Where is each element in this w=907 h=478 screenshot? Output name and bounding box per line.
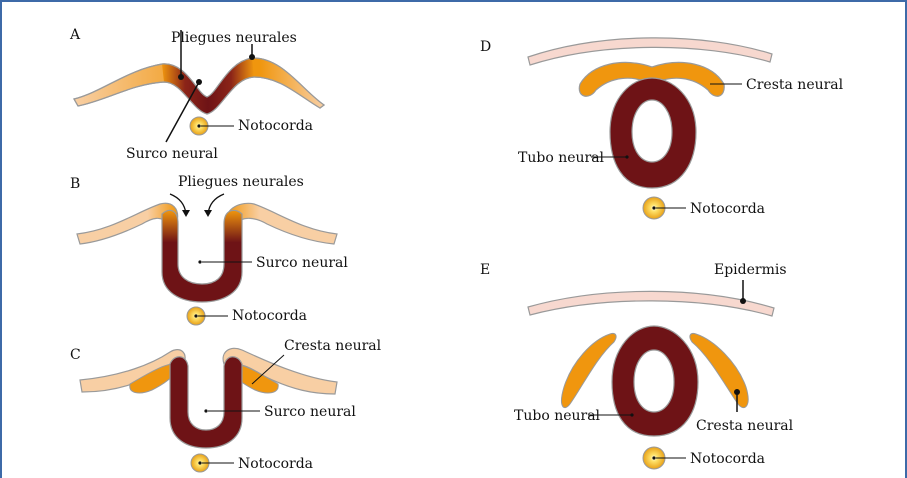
label-cresta-d: Cresta neural [746, 77, 844, 93]
panel-e: E Epidermis Cresta neural Tubo neural No… [480, 262, 794, 469]
notochord-e-dot [652, 456, 655, 459]
label-surco-c: Surco neural [264, 404, 356, 420]
notochord-d-dot [652, 206, 655, 209]
pointer-pliegues-a-left [178, 74, 184, 80]
label-notocorda-a: Notocorda [238, 118, 313, 134]
pointer-pliegues-a-right [249, 54, 255, 60]
label-pliegues-b: Pliegues neurales [178, 174, 304, 190]
label-pliegues-a: Pliegues neurales [171, 30, 297, 46]
arrow-fold-right-head [204, 210, 212, 217]
label-epidermis-e: Epidermis [714, 262, 787, 278]
surco-c-dot [204, 409, 207, 412]
pointer-surco-a [196, 79, 202, 85]
label-cresta-e: Cresta neural [696, 418, 794, 434]
surco-b-dot [198, 260, 201, 263]
notochord-a-dot [197, 124, 200, 127]
panel-a: A Notocorda Pliegues neurales Surco neur… [69, 27, 324, 162]
neural-crest-e-left [562, 333, 617, 407]
label-tubo-e: Tubo neural [514, 408, 601, 424]
neural-crest-e-right [690, 333, 748, 407]
label-tubo-d: Tubo neural [518, 150, 605, 166]
tubo-e-dot [630, 413, 633, 416]
label-notocorda-e: Notocorda [690, 451, 765, 467]
neural-groove-c [170, 357, 242, 448]
label-surco-a: Surco neural [126, 146, 218, 162]
panel-c: C Surco neural Cresta neural Notocorda [70, 338, 382, 472]
neural-tube-d [610, 78, 696, 188]
tubo-d-dot [625, 155, 628, 158]
epidermis-d [528, 38, 772, 65]
epidermis-e [528, 291, 774, 316]
panel-letter-b: B [70, 176, 80, 192]
label-notocorda-d: Notocorda [690, 201, 765, 217]
ectoderm-b-right [227, 203, 337, 244]
arrow-fold-left-head [182, 210, 190, 217]
label-notocorda-c: Notocorda [238, 456, 313, 472]
pointer-epidermis-e [740, 298, 746, 304]
panel-letter-d: D [480, 39, 491, 55]
label-surco-b: Surco neural [256, 255, 348, 271]
panel-letter-a: A [69, 27, 81, 43]
neural-groove-b [162, 210, 242, 302]
panel-b: B Pliegues neurales Surco neural Notocor… [70, 174, 348, 325]
panel-letter-e: E [480, 262, 490, 278]
label-notocorda-b: Notocorda [232, 308, 307, 324]
label-cresta-c: Cresta neural [284, 338, 382, 354]
panel-d: D Cresta neural Tubo neural Notocorda [480, 38, 844, 219]
notochord-b-dot [194, 314, 197, 317]
neural-tube-e [612, 326, 698, 436]
panel-letter-c: C [70, 347, 81, 363]
notochord-c-dot [198, 461, 201, 464]
